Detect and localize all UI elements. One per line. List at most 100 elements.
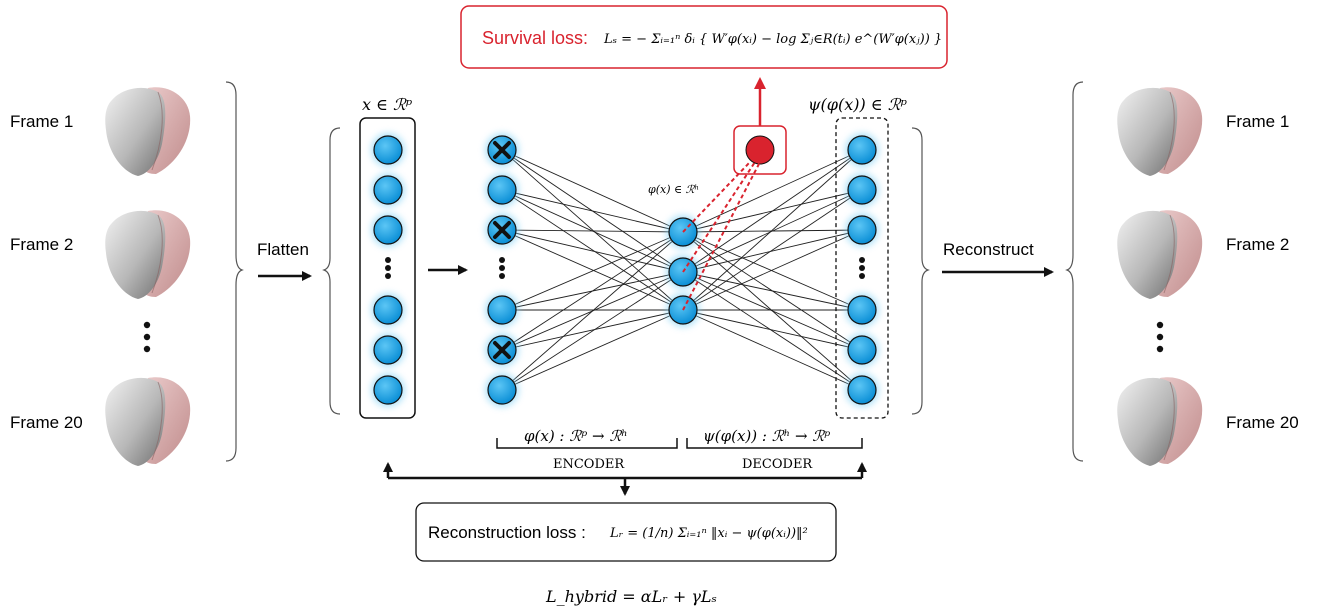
heart-mesh-icon	[1117, 87, 1203, 176]
reconstruction-loss-formula: Lᵣ = (1/n) Σᵢ₌₁ⁿ ‖xᵢ − ψ(φ(xᵢ))‖²	[609, 526, 808, 541]
input-frames-brace	[225, 81, 244, 462]
survival-loss-title: Survival loss:	[482, 28, 588, 48]
dropout-layer-node	[485, 293, 519, 327]
encoder-connection	[501, 229, 684, 273]
input-heart-icons	[105, 87, 191, 466]
output-frames-ellipsis	[1156, 321, 1164, 353]
frame-label: Frame 1	[10, 112, 73, 131]
decoder-connection	[682, 309, 863, 391]
input-node	[371, 133, 405, 167]
reconstruct-label: Reconstruct	[943, 240, 1034, 259]
input-node	[371, 213, 405, 247]
encoder-bracket	[496, 438, 678, 449]
input-ellipsis	[385, 257, 391, 279]
reconstruction-connector	[383, 462, 867, 496]
input-frames-ellipsis	[143, 321, 151, 353]
reconstruct-step: Reconstruct	[942, 240, 1054, 277]
output-frames-brace	[1065, 81, 1084, 462]
network-nodes	[371, 133, 879, 407]
heart-mesh-icon	[105, 87, 191, 176]
encoder-connection	[501, 149, 684, 311]
output-node	[845, 213, 879, 247]
output-vector-box	[835, 117, 889, 419]
dropout-layer-node	[485, 373, 519, 407]
frame-label: Frame 2	[1226, 235, 1289, 254]
input-vector-box	[359, 117, 416, 419]
dropout-x-icon	[493, 221, 511, 239]
encoder-connection	[501, 231, 684, 311]
decoder-connection	[682, 309, 863, 351]
encoder-label: ENCODER	[553, 457, 625, 472]
dropout-ellipsis	[499, 257, 505, 279]
reconstruction-loss-title: Reconstruction loss :	[428, 523, 586, 542]
input-vector-brace	[322, 127, 341, 415]
decoder-connection	[682, 189, 863, 311]
decoder-bracket	[686, 438, 863, 449]
decoder-section: ψ(φ(x)) : ℛʰ → ℛᵖ DECODER	[686, 427, 863, 472]
survival-node	[745, 135, 775, 165]
encoder-connection	[501, 309, 684, 391]
encoder-connection	[501, 231, 684, 351]
flatten-label: Flatten	[257, 240, 309, 259]
output-node	[845, 173, 879, 207]
survival-dashed-link	[682, 161, 756, 273]
input-node	[371, 333, 405, 367]
dropout-x-icon	[493, 141, 511, 159]
survival-dashed-link	[682, 161, 751, 233]
output-node	[845, 333, 879, 367]
heart-mesh-icon	[1117, 210, 1203, 299]
encoder-connection	[501, 229, 684, 311]
decoder-connection	[682, 149, 863, 233]
decoder-connection	[682, 231, 863, 311]
encoder-mapping: φ(x) : ℛᵖ → ℛʰ	[524, 427, 628, 445]
latent-node	[666, 255, 700, 289]
encoder-connection	[501, 309, 684, 351]
dropped-node	[485, 213, 519, 247]
encoder-connection	[501, 189, 684, 311]
encoder-connection	[501, 271, 684, 391]
encoder-connection	[501, 231, 684, 391]
decoder-connection	[682, 229, 863, 233]
heart-mesh-icon	[1117, 377, 1203, 466]
dropped-node	[485, 333, 519, 367]
latent-label: φ(x) ∈ ℛʰ	[648, 183, 699, 196]
output-vector-brace	[911, 127, 930, 415]
frame-label: Frame 1	[1226, 112, 1289, 131]
decoder-mapping: ψ(φ(x)) : ℛʰ → ℛᵖ	[703, 427, 830, 445]
input-node	[371, 373, 405, 407]
encoder-connection	[501, 229, 684, 233]
decoder-connection	[682, 229, 863, 311]
frame-label: Frame 2	[10, 235, 73, 254]
output-node	[845, 293, 879, 327]
decoder-connection	[682, 229, 863, 273]
network-connections	[501, 149, 863, 391]
input-node	[371, 293, 405, 327]
survival-head	[682, 77, 787, 311]
survival-loss-box: Survival loss: Lₛ = − Σᵢ₌₁ⁿ δᵢ { W′φ(xᵢ)…	[460, 5, 948, 69]
output-node	[845, 373, 879, 407]
output-frames: Frame 1 Frame 2 Frame 20	[1065, 81, 1299, 466]
encoder-connection	[501, 189, 684, 233]
reconstruction-loss-box: Reconstruction loss : Lᵣ = (1/n) Σᵢ₌₁ⁿ ‖…	[415, 502, 837, 562]
dropout-layer-node	[485, 173, 519, 207]
output-node	[845, 133, 879, 167]
hybrid-loss-formula: L_hybrid = αLᵣ + γLₛ	[545, 587, 717, 606]
input-node	[371, 173, 405, 207]
survival-loss-formula: Lₛ = − Σᵢ₌₁ⁿ δᵢ { W′φ(xᵢ) − log Σⱼ∈R(tᵢ)…	[603, 32, 942, 47]
encoder-section: φ(x) : ℛᵖ → ℛʰ ENCODER	[496, 427, 678, 472]
heart-mesh-icon	[105, 210, 191, 299]
frame-label: Frame 20	[10, 413, 83, 432]
dropout-x-icon	[493, 341, 511, 359]
frame-label: Frame 20	[1226, 413, 1299, 432]
output-vector-label: ψ(φ(x)) ∈ ℛᵖ	[808, 95, 908, 114]
decoder-label: DECODER	[742, 457, 813, 472]
decoder-connection	[682, 231, 863, 391]
decoder-connection	[682, 271, 863, 391]
encoder-connection	[501, 149, 684, 233]
heart-mesh-icon	[105, 377, 191, 466]
flatten-step: Flatten	[257, 240, 312, 281]
dropped-node	[485, 133, 519, 167]
input-vector-label: x ∈ ℛᵖ	[362, 95, 413, 114]
decoder-connection	[682, 149, 863, 311]
